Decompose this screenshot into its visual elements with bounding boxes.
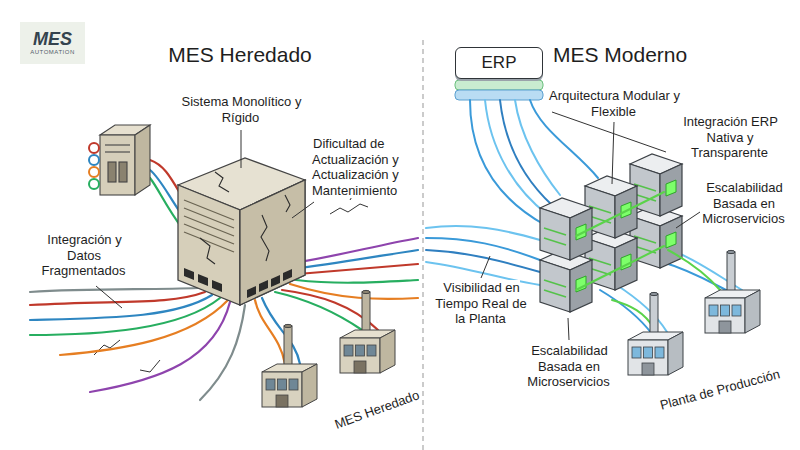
- section-heading: MES Moderno: [552, 42, 697, 67]
- callout-label: Visibilidad en Tiempo Real de la Planta: [434, 280, 528, 327]
- callout-label: Integración y Datos Fragmentados: [34, 232, 134, 279]
- box-subtitle: AUTOMATION: [30, 49, 74, 56]
- section-heading: MES Heredado: [150, 42, 330, 67]
- callout-label: Integración ERP Nativa y Transparente: [668, 114, 792, 161]
- logo-box: MESAUTOMATION: [20, 22, 85, 64]
- callout-label: Dificultad de Actualización y Actualizac…: [312, 136, 418, 198]
- callout-label: Escalabilidad Basada en Microservicios: [515, 343, 623, 390]
- callout-label: Sistema Monolítico y Rígido: [178, 94, 304, 125]
- callout-label: Arquitectura Modular y Flexible: [548, 88, 680, 119]
- box-title: ERP: [482, 53, 517, 73]
- callout-label: Escalabilidad Basada en Microservicios: [694, 180, 794, 227]
- box-title: MES: [33, 30, 72, 49]
- callout-label: MES Heredado: [323, 384, 432, 436]
- erp-box: ERP: [455, 47, 543, 79]
